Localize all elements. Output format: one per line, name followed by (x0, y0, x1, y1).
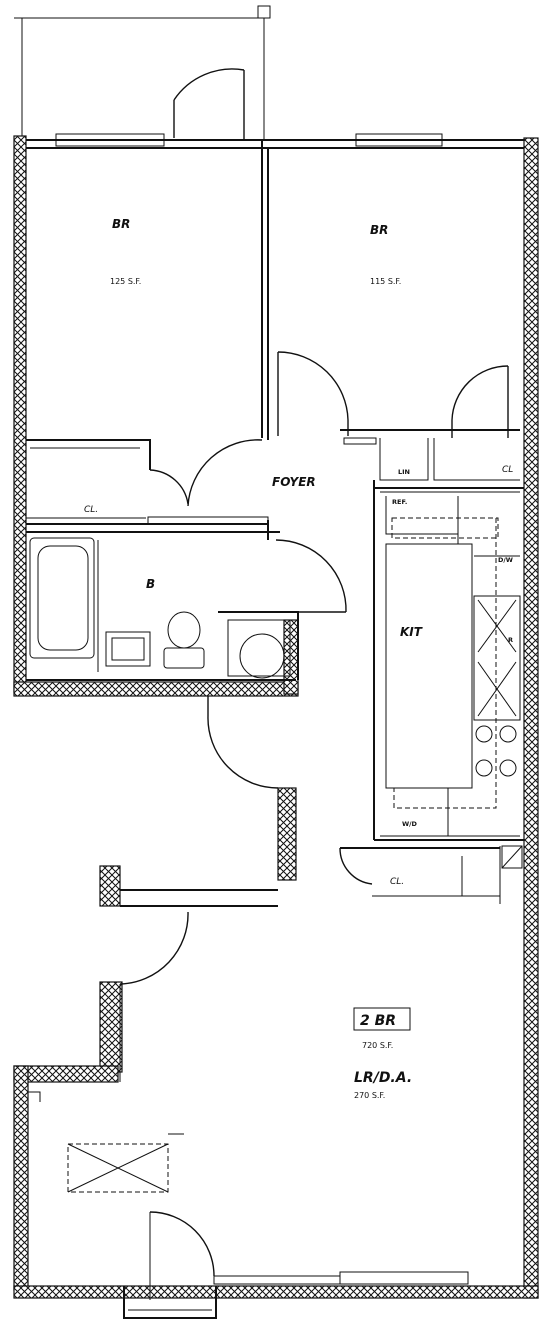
balcony (14, 5, 271, 140)
range-label: R (508, 636, 513, 644)
skylight (67, 1133, 184, 1193)
washer-dryer-label: W/D (402, 820, 418, 828)
bedroom-left-area: 125 S.F. (110, 277, 141, 286)
unit-type-tag: 2 BR (360, 1013, 396, 1029)
lin-closet-label: LIN (398, 468, 410, 476)
room-labels: BR 125 S.F. BR 115 S.F. FOYER B KIT 2 BR… (110, 217, 423, 1100)
bedroom-left-label: BR (112, 217, 130, 231)
bath-label: B (146, 577, 155, 591)
bedroom-right-label: BR (370, 223, 388, 237)
exterior-walls (13, 135, 539, 1299)
interior-walls (26, 139, 524, 1319)
living-dining-label: LR/D.A. (354, 1070, 412, 1086)
dishwasher-label: D/W (498, 556, 513, 564)
door-swings (119, 68, 509, 1277)
fixture-labels: REF. D/W R W/D (392, 498, 513, 828)
right-bedroom-closet-label: CL (502, 465, 513, 475)
foyer-label: FOYER (272, 475, 316, 489)
left-bedroom-closet-label: CL. (84, 505, 98, 515)
living-closet-label: CL. (390, 877, 404, 887)
kitchen-label: KIT (400, 625, 423, 639)
bedroom-right-area: 115 S.F. (370, 277, 401, 286)
kitchen-fixtures (385, 517, 521, 809)
closet-labels: CL. CL LIN CL. (84, 465, 513, 887)
unit-total-area: 720 S.F. (362, 1041, 393, 1050)
top-windows (55, 133, 443, 525)
living-dining-area: 270 S.F. (354, 1091, 385, 1100)
bathroom-fixtures (29, 537, 285, 679)
refrigerator-label: REF. (392, 498, 407, 506)
